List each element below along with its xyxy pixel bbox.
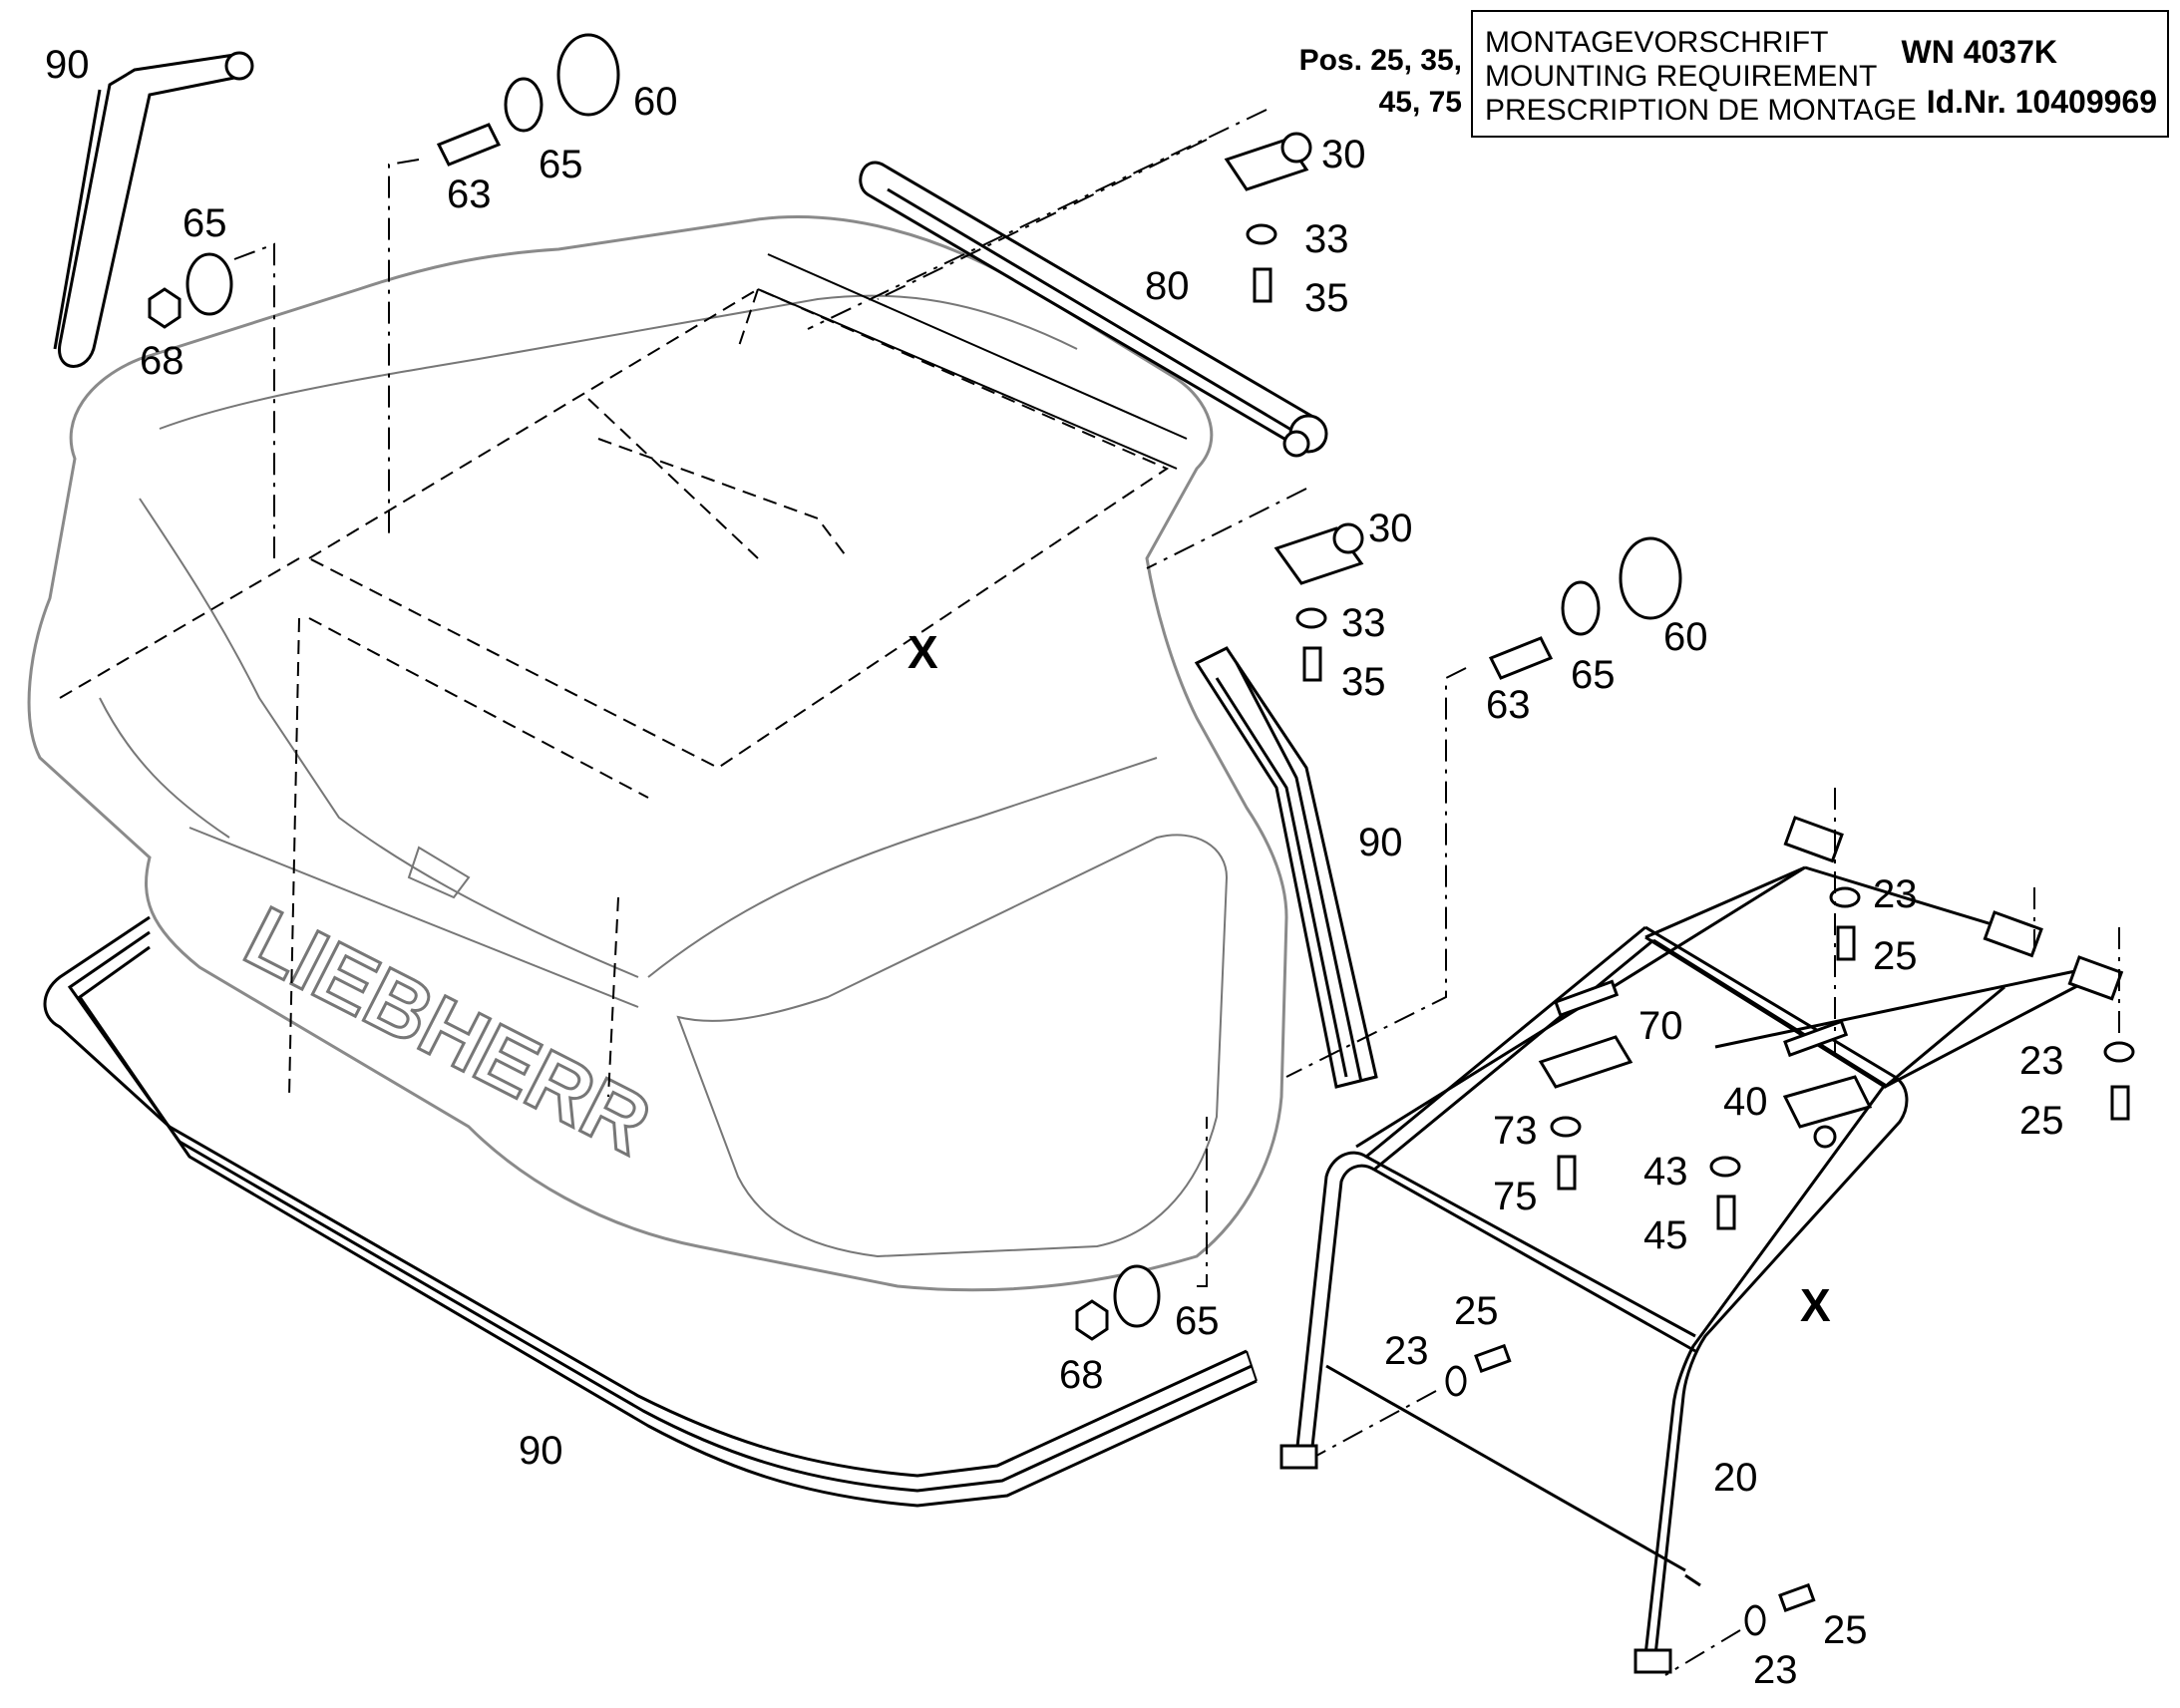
callout-68: 68	[1059, 1353, 1104, 1397]
seal-profile-90-top-left	[53, 51, 254, 368]
callout-90: 90	[1358, 821, 1403, 864]
hinge-bracket-30-top	[1224, 132, 1312, 191]
callout-25: 25	[1873, 934, 1918, 978]
callout-23: 23	[2019, 1039, 2064, 1083]
callout-65: 65	[1175, 1299, 1220, 1343]
bracket-40	[1782, 1075, 1873, 1149]
hardware-top-left	[148, 33, 620, 329]
callout-33: 33	[1341, 601, 1386, 645]
detail-marker-x: X	[1800, 1279, 1831, 1331]
callout-labels: 90 63 65 60 65 68 30 33 35 80 30 33 35 X…	[45, 43, 2064, 1692]
callout-30: 30	[1368, 507, 1413, 550]
tube-frame-20	[1279, 816, 2124, 1674]
callout-63: 63	[447, 172, 492, 216]
title-line-de: MONTAGEVORSCHRIFT	[1485, 26, 1829, 59]
position-note: Pos. 25, 35, 45, 75	[1299, 40, 1462, 124]
callout-90: 90	[519, 1429, 563, 1473]
title-line-fr: PRESCRIPTION DE MONTAGE	[1485, 94, 1917, 127]
callout-45: 45	[1643, 1213, 1688, 1257]
callout-25: 25	[2019, 1099, 2064, 1143]
callout-65: 65	[182, 201, 227, 245]
callout-60: 60	[1663, 615, 1708, 659]
title-block: MONTAGEVORSCHRIFT MOUNTING REQUIREMENT P…	[1471, 10, 2169, 138]
bracket-70	[1538, 1035, 1634, 1089]
callout-73: 73	[1493, 1109, 1538, 1153]
hinge-bracket-30-mid	[1273, 522, 1364, 585]
callout-43: 43	[1643, 1150, 1688, 1194]
callout-23: 23	[1384, 1329, 1429, 1373]
position-note-line1: Pos. 25, 35,	[1298, 44, 1462, 77]
callout-20: 20	[1713, 1456, 1758, 1500]
seal-profile-90-bottom	[43, 915, 1258, 1508]
title-line-en: MOUNTING REQUIREMENT	[1485, 60, 1878, 93]
hidden-frame-lines	[59, 287, 1170, 1098]
assembly-lines	[233, 109, 2120, 1676]
callout-23: 23	[1753, 1648, 1798, 1692]
callout-60: 60	[633, 80, 678, 124]
hardware-top-right	[1246, 223, 1327, 682]
hardware-mid-right	[1488, 536, 1682, 680]
callout-25: 25	[1454, 1289, 1499, 1333]
detail-marker-x: X	[908, 626, 938, 678]
callout-65: 65	[1571, 653, 1616, 697]
callout-23: 23	[1873, 872, 1918, 916]
callout-30: 30	[1321, 133, 1366, 176]
seal-profile-80	[859, 161, 1328, 458]
callout-35: 35	[1304, 276, 1349, 320]
id-number: Id.Nr. 10409969	[1926, 84, 2157, 120]
callout-80: 80	[1145, 264, 1190, 308]
callout-75: 75	[1493, 1175, 1538, 1218]
callout-70: 70	[1638, 1004, 1683, 1048]
callout-68: 68	[140, 339, 184, 383]
callout-35: 35	[1341, 660, 1386, 704]
callout-33: 33	[1304, 217, 1349, 261]
hood-clip-row	[757, 253, 1188, 470]
callout-90: 90	[45, 43, 90, 87]
hood-body: LIEBHERR	[27, 215, 1288, 1292]
hardware-bottom-center	[1075, 1264, 1161, 1341]
callout-63: 63	[1486, 683, 1531, 727]
wn-number: WN 4037K	[1901, 34, 2058, 70]
seal-profile-90-right	[1194, 646, 1378, 1089]
position-note-line2: 45, 75	[1378, 86, 1462, 119]
callout-25: 25	[1823, 1608, 1868, 1652]
callout-65: 65	[539, 143, 583, 186]
callout-40: 40	[1723, 1080, 1768, 1124]
hardware-frame	[1445, 886, 2135, 1636]
